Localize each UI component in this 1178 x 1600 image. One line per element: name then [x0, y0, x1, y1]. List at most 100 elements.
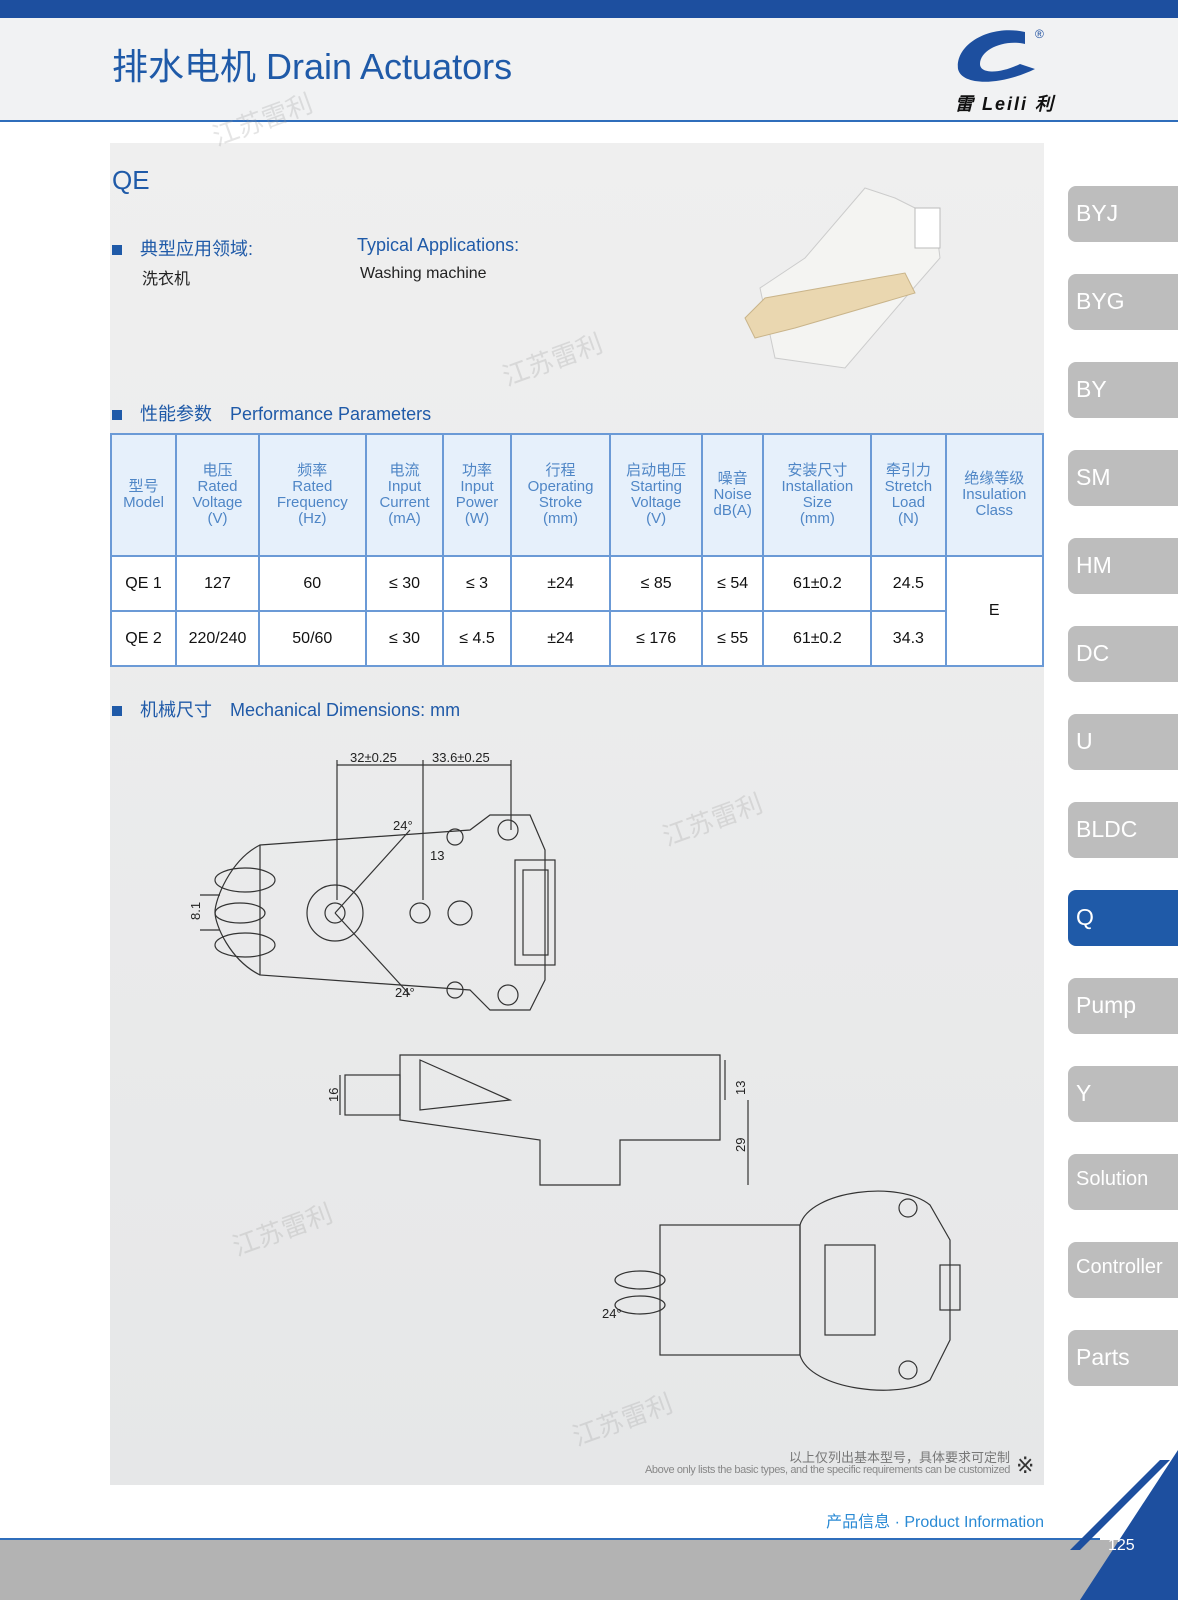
logo-text: 雷 Leili 利: [955, 94, 1056, 114]
header-line: Current: [379, 494, 430, 511]
header-line: Power: [455, 494, 499, 511]
table-cell: ≤ 3: [442, 555, 512, 612]
header-line: Voltage: [631, 494, 682, 511]
header-line: 启动电压: [626, 462, 687, 479]
dim-label: 29: [733, 1138, 748, 1152]
mechanical-drawing: 32±0.25 33.6±0.25 24° 13 8.1 24° 16 13 2…: [188, 750, 961, 1391]
applications-cn-label: 典型应用领域:: [112, 235, 253, 261]
table-cell: 127: [175, 555, 260, 612]
dim-label: 16: [326, 1088, 341, 1102]
header-line: Load: [891, 494, 926, 511]
sidebar-tab-byj[interactable]: BYJ: [1068, 186, 1178, 242]
header-line: Model: [123, 494, 164, 511]
header-line: 安装尺寸: [787, 462, 848, 479]
footer-line: [0, 1538, 1100, 1540]
footnote-en: Above only lists the basic types, and th…: [644, 1464, 1010, 1476]
sidebar-tab-pump[interactable]: Pump: [1068, 978, 1178, 1034]
header-line: Operating: [527, 478, 594, 495]
header-line: 频率: [297, 462, 328, 479]
header-line: (mm): [799, 510, 835, 527]
table-cell: QE 2: [110, 610, 177, 667]
dim-label: 24°: [395, 985, 415, 1000]
registered-mark: ®: [1035, 27, 1044, 41]
page-title: 排水电机 Drain Actuators: [112, 46, 513, 87]
product-information-label: 产品信息 · Product Information: [826, 1514, 1044, 1531]
table-cell: 24.5: [870, 555, 947, 612]
header-line: Insulation: [962, 486, 1027, 503]
table-cell: 34.3: [870, 610, 947, 667]
product-photo: [744, 187, 941, 369]
product-code: QE: [112, 165, 150, 195]
table-cell: 61±0.2: [762, 555, 873, 612]
content-panel: [110, 143, 1044, 1485]
table-cell: QE 1: [110, 555, 177, 612]
header-line: Stroke: [538, 494, 583, 511]
header-line: (N): [897, 510, 919, 527]
leili-logo: ®: [957, 27, 1044, 82]
header-line: (W): [464, 510, 490, 527]
dim-label: 13: [733, 1081, 748, 1095]
header-line: Rated: [197, 478, 238, 495]
header-line: 功率: [461, 462, 492, 479]
header-line: Frequency: [276, 494, 348, 511]
sidebar-tab-controller[interactable]: Controller: [1068, 1242, 1178, 1298]
table-cell: 61±0.2: [762, 610, 873, 667]
sidebar-tab-dc[interactable]: DC: [1068, 626, 1178, 682]
sidebar-tab-parts[interactable]: Parts: [1068, 1330, 1178, 1386]
applications-en: Washing machine: [360, 265, 487, 282]
table-cell: ≤ 176: [609, 610, 703, 667]
header-line: Installation: [781, 478, 854, 495]
header-line: Size: [802, 494, 832, 511]
footer-band: [0, 1540, 1178, 1600]
sidebar-tab-byg[interactable]: BYG: [1068, 274, 1178, 330]
header-line: 型号: [128, 478, 159, 495]
dim-label: 33.6±0.25: [432, 750, 490, 765]
sidebar-tab-y[interactable]: Y: [1068, 1066, 1178, 1122]
header-line: Input: [460, 478, 494, 495]
header-line: 电流: [389, 462, 420, 479]
header-line: Voltage: [192, 494, 243, 511]
table-cell: ±24: [509, 555, 612, 612]
sidebar-tab-sm[interactable]: SM: [1068, 450, 1178, 506]
header-line: (V): [207, 510, 228, 527]
table-cell: 60: [258, 555, 367, 612]
top-view: [200, 760, 556, 1011]
sidebar-tab-hm[interactable]: HM: [1068, 538, 1178, 594]
top-bar: [0, 0, 1178, 18]
table-cell: ≤ 30: [364, 610, 445, 667]
sidebar-tab-bldc[interactable]: BLDC: [1068, 802, 1178, 858]
insulation-class-cell: E: [944, 555, 1044, 667]
table-cell: 50/60: [258, 610, 367, 667]
applications-en-label: Typical Applications:: [357, 235, 520, 255]
dim-label: 13: [430, 848, 444, 863]
header-line: 牵引力: [885, 462, 931, 479]
sidebar-tab-q[interactable]: Q: [1068, 890, 1178, 946]
footnote-cn: 以上仅列出基本型号，具体要求可定制: [788, 1450, 1010, 1465]
header-line: Noise: [713, 486, 752, 503]
sidebar-tab-u[interactable]: U: [1068, 714, 1178, 770]
applications-cn: 洗衣机: [142, 271, 191, 288]
header-line: 绝缘等级: [964, 470, 1025, 487]
header-line: Stretch: [884, 478, 933, 495]
table-cell: ≤ 85: [609, 555, 703, 612]
side-view: [339, 1054, 749, 1186]
sidebar-tab-solution[interactable]: Solution: [1068, 1154, 1178, 1210]
header-line: (mA): [388, 510, 421, 527]
header-line: 电压: [202, 462, 233, 479]
header-line: Starting: [630, 478, 682, 495]
note-mark-icon: ※: [1016, 1453, 1035, 1478]
sidebar-tab-by[interactable]: BY: [1068, 362, 1178, 418]
